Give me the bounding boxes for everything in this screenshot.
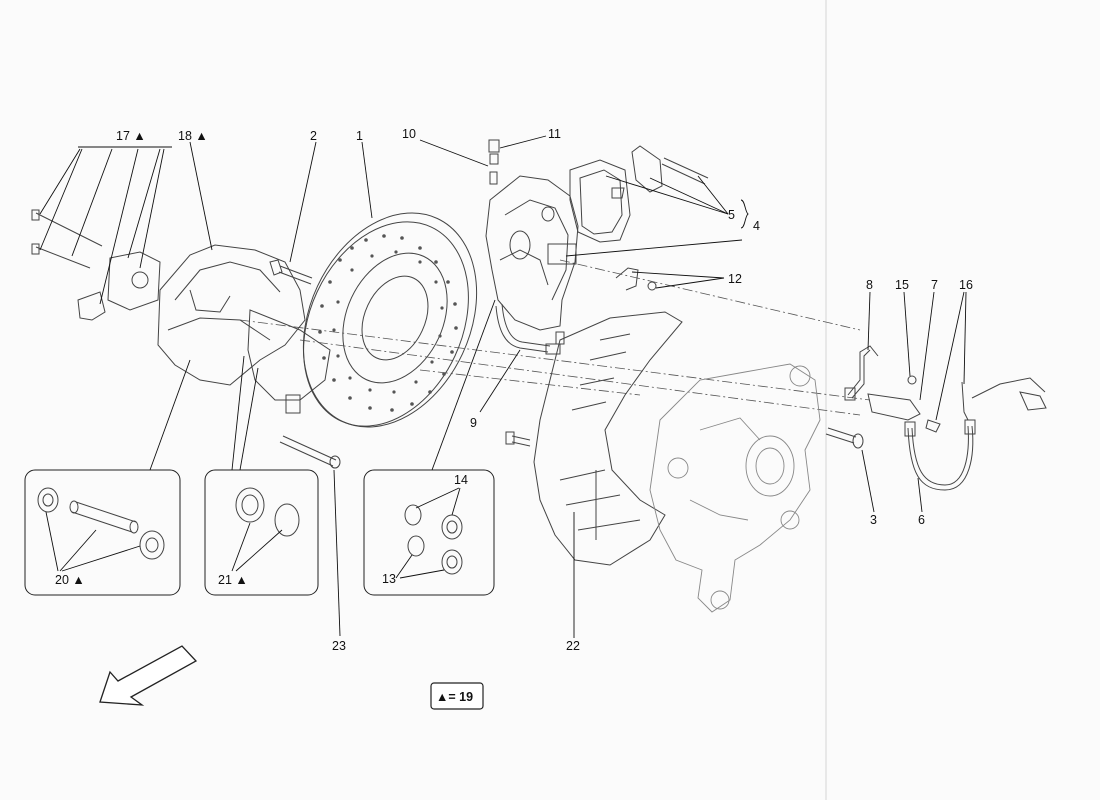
caliper-hose <box>495 303 565 355</box>
callout-10: 10 <box>402 127 416 141</box>
spring-clip <box>615 267 657 291</box>
detail-box-seals <box>204 469 319 596</box>
callout-11: 11 <box>548 127 561 141</box>
detail-box-guide-pins <box>24 469 181 596</box>
leader-lines <box>39 135 967 638</box>
callout-6: 6 <box>918 513 925 527</box>
callout-3: 3 <box>870 513 877 527</box>
brake-disc <box>302 212 478 428</box>
callout-21: 21 ▲ <box>218 573 248 587</box>
callout-18: 18 ▲ <box>178 129 208 143</box>
brake-caliper <box>485 175 579 331</box>
caliper-bolt <box>269 259 313 285</box>
hub-bolt <box>825 427 864 449</box>
legend-box <box>430 682 484 710</box>
callout-15: 15 <box>895 278 909 292</box>
callout-4: 4 <box>753 219 760 233</box>
brake-line-assembly <box>844 345 1047 491</box>
callout-9: 9 <box>470 416 477 430</box>
hub-carrier <box>649 363 821 613</box>
callout-22: 22 <box>566 639 580 653</box>
callout-1: 1 <box>356 129 363 143</box>
callout-16: 16 <box>959 278 973 292</box>
assembly-axes <box>239 259 871 416</box>
callout-13: 13 <box>382 572 396 586</box>
callout-labels: 17 ▲ 18 ▲ 2 1 10 11 5 4 12 9 14 13 20 ▲ … <box>55 127 973 653</box>
callout-5: 5 <box>728 208 735 222</box>
dust-shield <box>533 311 683 566</box>
shield-bolt <box>505 431 531 447</box>
clip-assembly <box>31 209 161 321</box>
callout-12: 12 <box>728 272 742 286</box>
callout-8: 8 <box>866 278 873 292</box>
bleed-screw <box>488 139 500 185</box>
callout-23: 23 <box>332 639 346 653</box>
legend-text: ▲= 19 <box>436 690 473 704</box>
direction-arrow-icon <box>99 645 198 706</box>
guide-bolt <box>279 435 341 469</box>
callout-14: 14 <box>454 473 468 487</box>
caliper-bracket <box>157 244 331 414</box>
callout-20: 20 ▲ <box>55 573 85 587</box>
callout-7: 7 <box>931 278 938 292</box>
callout-2: 2 <box>310 129 317 143</box>
callout-17: 17 ▲ <box>116 129 146 143</box>
brake-pads <box>569 145 709 243</box>
